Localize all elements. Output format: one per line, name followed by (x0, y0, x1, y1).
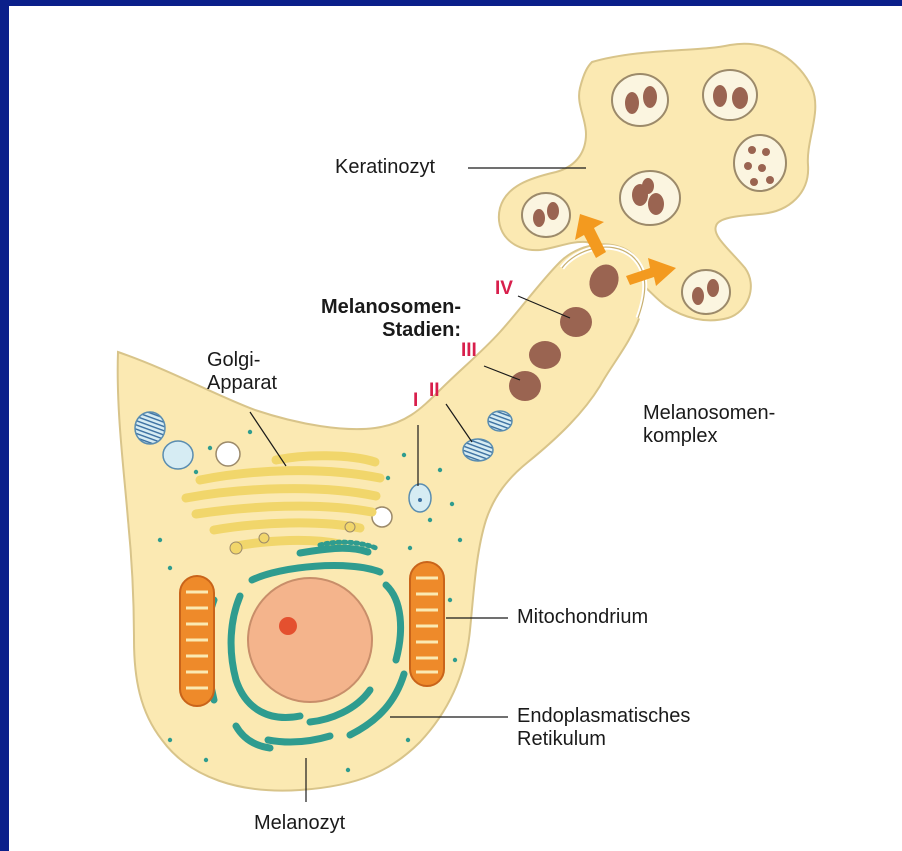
nucleus (248, 578, 372, 702)
label-melanosomenkomplex: Melanosomen- komplex (643, 402, 775, 448)
label-golgi-apparat: Golgi- Apparat (207, 349, 277, 395)
label-melanozyt: Melanozyt (254, 812, 345, 835)
figure-frame: Keratinozyt Melanosomen- Stadien: Golgi-… (9, 6, 902, 851)
nucleolus (279, 617, 297, 635)
label-melanosomen-stadien: Melanosomen- Stadien: (321, 296, 461, 342)
stage-label-i: I (413, 390, 418, 412)
label-mitochondrium: Mitochondrium (517, 606, 648, 629)
label-keratinozyt: Keratinozyt (335, 156, 435, 179)
stage-label-iii: III (461, 340, 477, 362)
stage-label-iv: IV (495, 278, 513, 300)
stage-label-ii: II (429, 380, 440, 402)
label-endoplasmatisches-retikulum: Endoplasmatisches Retikulum (517, 705, 690, 751)
